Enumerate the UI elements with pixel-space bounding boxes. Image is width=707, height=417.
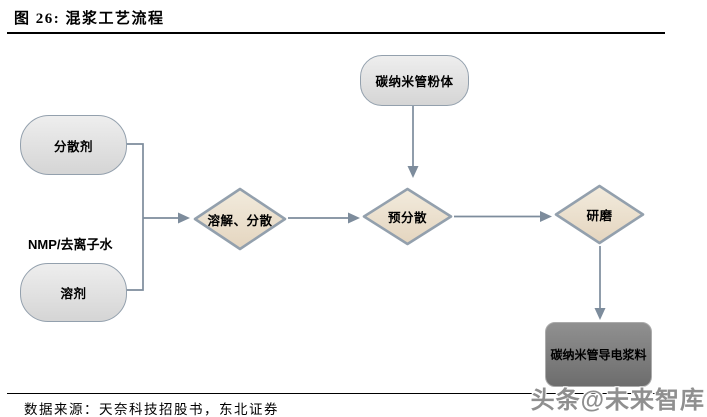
source-divider-line: [7, 393, 665, 395]
node-pre-disperse: 预分散: [361, 186, 454, 247]
data-source-text: 数据来源：天奈科技招股书，东北证券: [24, 402, 279, 417]
node-solvent: 溶剂: [20, 263, 127, 322]
node-grind: 研磨: [553, 183, 646, 246]
edge-grind-to-slurry-arrow: [594, 246, 606, 320]
node-pre-disperse-label: 预分散: [387, 211, 427, 225]
edge-join-to-dissolve-arrow: [143, 212, 190, 224]
edge-powder-to-predisperse-arrow: [407, 104, 419, 178]
node-dissolve-disperse-label: 溶解、分散: [207, 213, 273, 228]
diamond-shape: [554, 184, 645, 245]
node-cnt-slurry-label: 碳纳米管导电浆料: [550, 348, 647, 362]
diamond-shape: [193, 187, 287, 251]
node-cnt-powder-label: 碳纳米管粉体: [375, 75, 454, 89]
edge-dissolve-to-predisperse-arrow: [288, 212, 360, 224]
node-dispersant-label: 分散剂: [53, 139, 93, 154]
node-grind-label: 研磨: [586, 209, 613, 223]
figure-title: 图 26: 混浆工艺流程: [14, 11, 165, 27]
edge-predisperse-to-grind-arrow: [454, 211, 552, 222]
title-divider-line: [7, 32, 665, 34]
edge-dispersant-solvent-join: [125, 143, 144, 291]
node-cnt-powder: 碳纳米管粉体: [360, 55, 469, 106]
watermark-text: 头条@未来智库: [530, 386, 705, 415]
node-cnt-slurry: 碳纳米管导电浆料: [545, 322, 652, 387]
node-dissolve-disperse: 溶解、分散: [192, 186, 288, 252]
diamond-shape: [362, 187, 453, 246]
node-dispersant: 分散剂: [20, 115, 127, 175]
node-solvent-label: 溶剂: [60, 287, 87, 301]
solvent-type-label: NMP/去离子水: [28, 237, 113, 252]
